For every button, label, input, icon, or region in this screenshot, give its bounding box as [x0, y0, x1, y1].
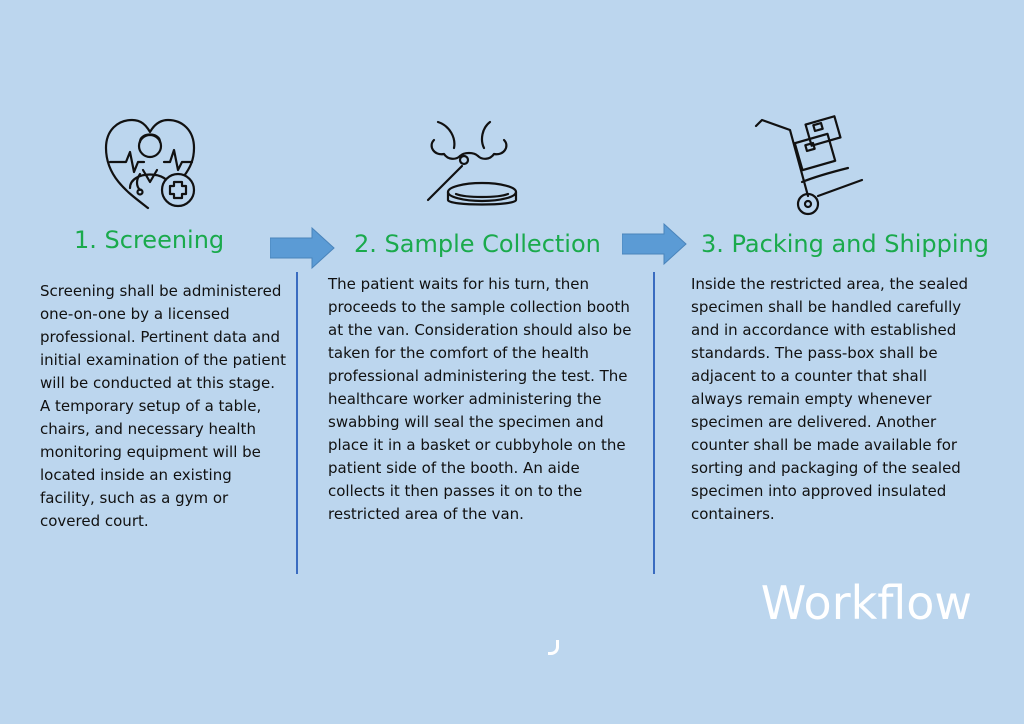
divider-2	[653, 272, 655, 574]
hand-truck-boxes-icon	[754, 115, 864, 216]
step-1-title: 1. Screening	[74, 226, 225, 254]
step-3-description: Inside the restricted area, the sealed s…	[691, 275, 969, 523]
nose-swab-icon	[426, 120, 518, 206]
doctor-heart-icon	[104, 118, 196, 210]
arrow-icon-1	[270, 226, 335, 270]
step-2-description: The patient waits for his turn, then pro…	[328, 275, 632, 523]
step-1-description: Screening shall be administered one-on-o…	[40, 282, 287, 530]
divider-1	[296, 272, 298, 574]
step-2-title: 2. Sample Collection	[354, 230, 601, 258]
step-3-title: 3. Packing and Shipping	[701, 230, 989, 258]
arrow-icon-2	[622, 222, 687, 266]
workflow-title: Workflow	[760, 576, 972, 630]
decorative-mark	[548, 640, 559, 655]
